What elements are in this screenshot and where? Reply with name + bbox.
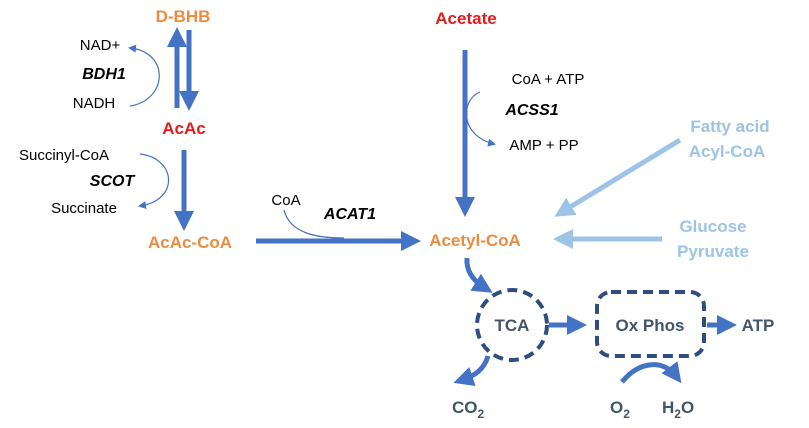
- node-h2o: H2O: [662, 398, 694, 421]
- acss1-input: CoA + ATP: [512, 71, 585, 88]
- enzyme-acss1: ACSS1: [504, 102, 558, 119]
- node-pyruvate: Pyruvate: [677, 242, 749, 261]
- acat1-coa-arrow: [283, 209, 345, 239]
- scot-output: Succinate: [51, 200, 117, 217]
- acss1-cofactor-arrow: [465, 91, 496, 147]
- tca-cycle-circle: [475, 288, 549, 362]
- enzyme-acat1: ACAT1: [323, 206, 376, 223]
- node-dbhb: D-BHB: [156, 7, 211, 26]
- scot-cofactor-arrow: [138, 153, 169, 210]
- bdh1-cofactor-arrow: [128, 44, 160, 107]
- acat1-input: CoA: [271, 192, 300, 209]
- node-glucose: Glucose: [679, 217, 746, 236]
- node-co2: CO2: [452, 398, 485, 421]
- h2o-h: H: [662, 398, 674, 417]
- o2-subscript: 2: [623, 407, 630, 421]
- node-acac: AcAc: [162, 119, 205, 138]
- co2-base: CO: [452, 398, 478, 417]
- node-acetate: Acetate: [435, 9, 496, 28]
- arrow-acetylcoa-to-tca: [464, 257, 493, 293]
- arrow-fatty-acid-to-acetylcoa: [554, 137, 682, 217]
- arrow-o2-to-h2o: [620, 361, 682, 384]
- node-atp: ATP: [742, 316, 775, 335]
- co2-subscript: 2: [478, 407, 485, 421]
- arrow-tca-to-co2: [453, 355, 491, 387]
- node-acetylcoa: Acetyl-CoA: [429, 231, 521, 250]
- bdh1-output: NADH: [73, 95, 116, 112]
- bdh1-input: NAD+: [80, 37, 121, 54]
- node-tca: TCA: [495, 316, 530, 335]
- o2-base: O: [610, 398, 623, 417]
- h2o-o: O: [681, 398, 694, 417]
- oxphos-box: [595, 290, 706, 358]
- enzyme-bdh1: BDH1: [82, 66, 126, 83]
- acss1-output: AMP + PP: [509, 137, 578, 154]
- node-oxphos: Ox Phos: [616, 316, 685, 335]
- node-o2: O2: [610, 398, 630, 421]
- h2o-subscript: 2: [674, 407, 681, 421]
- node-fatty-acid: Fatty acid: [690, 117, 769, 136]
- node-acyl-coa: Acyl-CoA: [689, 142, 766, 161]
- scot-input: Succinyl-CoA: [19, 147, 109, 164]
- node-acaccoa: AcAc-CoA: [148, 233, 232, 252]
- enzyme-scot: SCOT: [90, 173, 136, 190]
